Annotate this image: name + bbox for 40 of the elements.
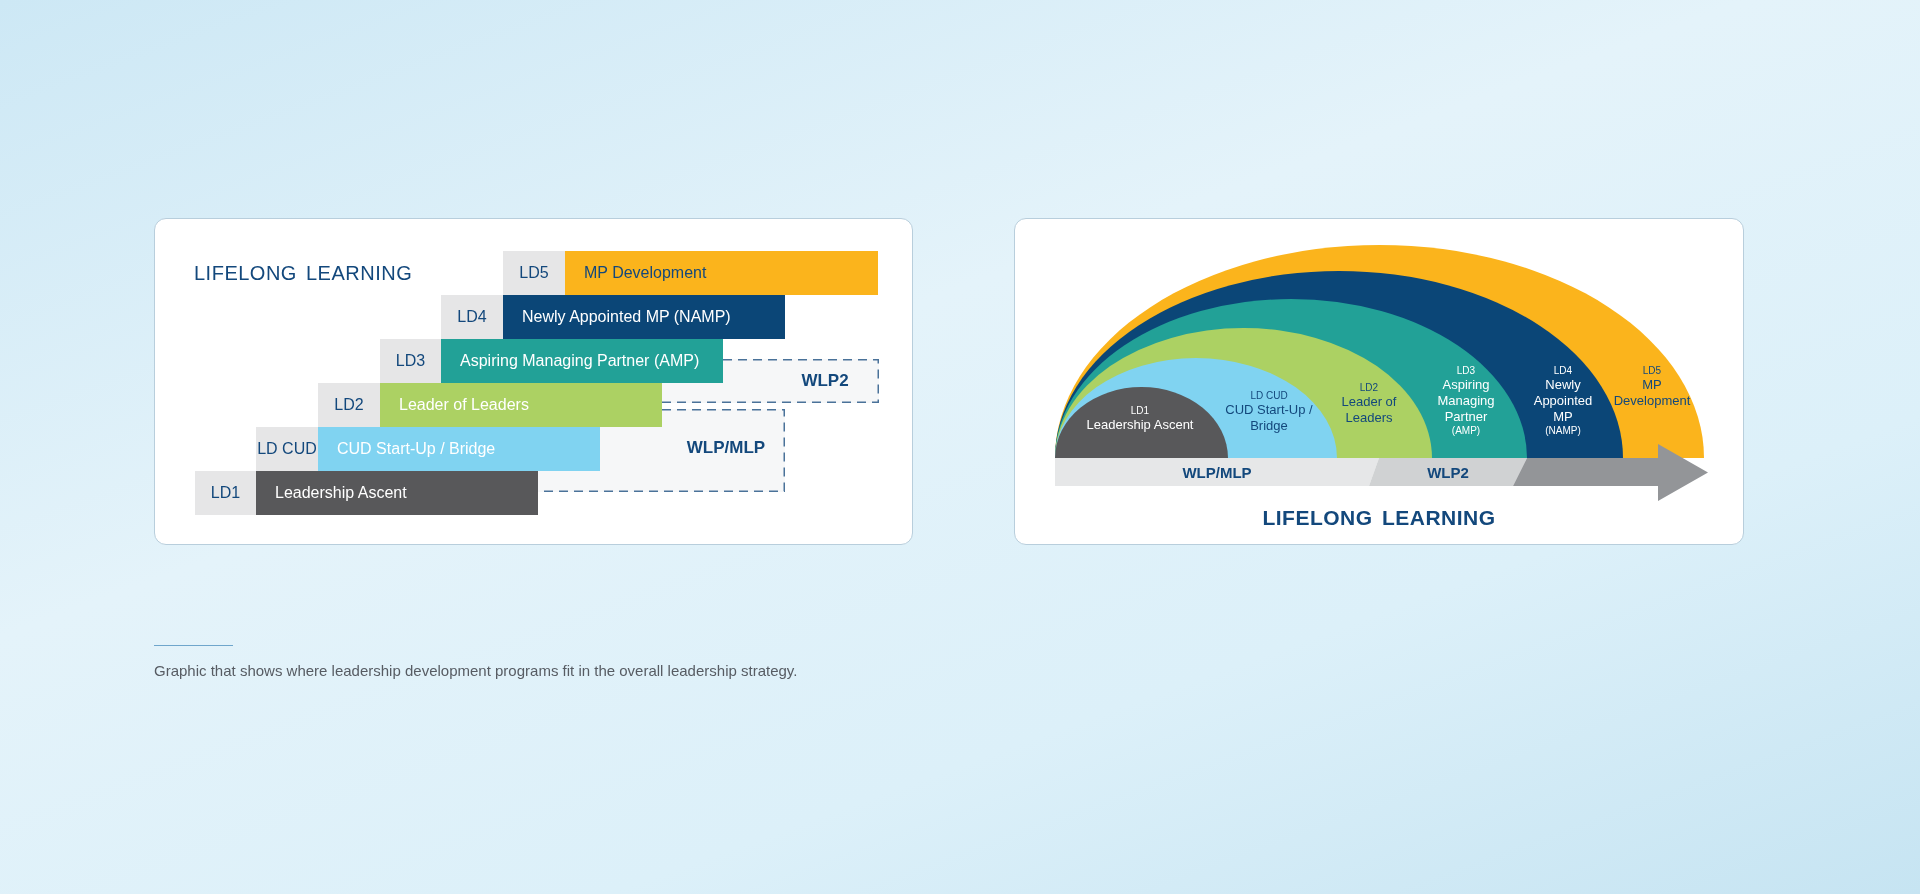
program-bar: Newly Appointed MP (NAMP) xyxy=(503,295,785,339)
nested-arc xyxy=(1055,245,1704,458)
group-label: WLP/MLP xyxy=(686,438,766,458)
program-bar: Aspiring Managing Partner (AMP) xyxy=(441,339,723,383)
level-tag: LD3 xyxy=(380,339,441,383)
program-bar: CUD Start-Up / Bridge xyxy=(318,427,600,471)
level-code: LD2 xyxy=(1359,382,1379,394)
level-code: LD4 xyxy=(1553,365,1573,377)
timeline-segment: WLP/MLP xyxy=(1055,458,1379,486)
program-abbreviation: (AMP) xyxy=(1451,425,1481,437)
diagram-card xyxy=(1014,218,1744,545)
program-name: MP Development xyxy=(1612,377,1692,409)
program-name: Aspiring Managing Partner xyxy=(1436,377,1496,425)
level-code: LD CUD xyxy=(1250,390,1288,402)
level-tag: LD CUD xyxy=(256,427,318,471)
program-bar: Leadership Ascent xyxy=(256,471,538,515)
nested-arc xyxy=(1055,358,1337,458)
level-code: LD5 xyxy=(1642,365,1662,377)
level-tag: LD5 xyxy=(503,251,565,295)
program-abbreviation: (NAMP) xyxy=(1545,425,1581,437)
program-name: CUD Start-Up / Bridge xyxy=(1224,402,1314,434)
diagram-card xyxy=(154,218,913,545)
level-code: LD3 xyxy=(1456,365,1476,377)
card-heading: LIFELONG LEARNING xyxy=(194,261,413,285)
program-name: Leadership Ascent xyxy=(1086,417,1194,433)
caption-text: Graphic that shows where leadership development programs fit in the overall leadership strategy. xyxy=(154,662,798,680)
program-bar: Leader of Leaders xyxy=(380,383,662,427)
program-name: Newly Appointed MP xyxy=(1532,377,1594,425)
level-tag: LD1 xyxy=(195,471,256,515)
level-code: LD1 xyxy=(1130,405,1150,417)
nested-arc xyxy=(1055,387,1228,458)
level-tag: LD2 xyxy=(318,383,380,427)
timeline-segment: WLP2 xyxy=(1369,458,1527,486)
nested-arc xyxy=(1055,328,1432,458)
group-label: WLP2 xyxy=(801,371,849,391)
level-tag: LD4 xyxy=(441,295,503,339)
card-heading: LIFELONG LEARNING xyxy=(1262,506,1496,530)
program-bar: MP Development xyxy=(565,251,878,295)
program-name: Leader of Leaders xyxy=(1340,394,1398,426)
nested-arc xyxy=(1055,299,1527,458)
